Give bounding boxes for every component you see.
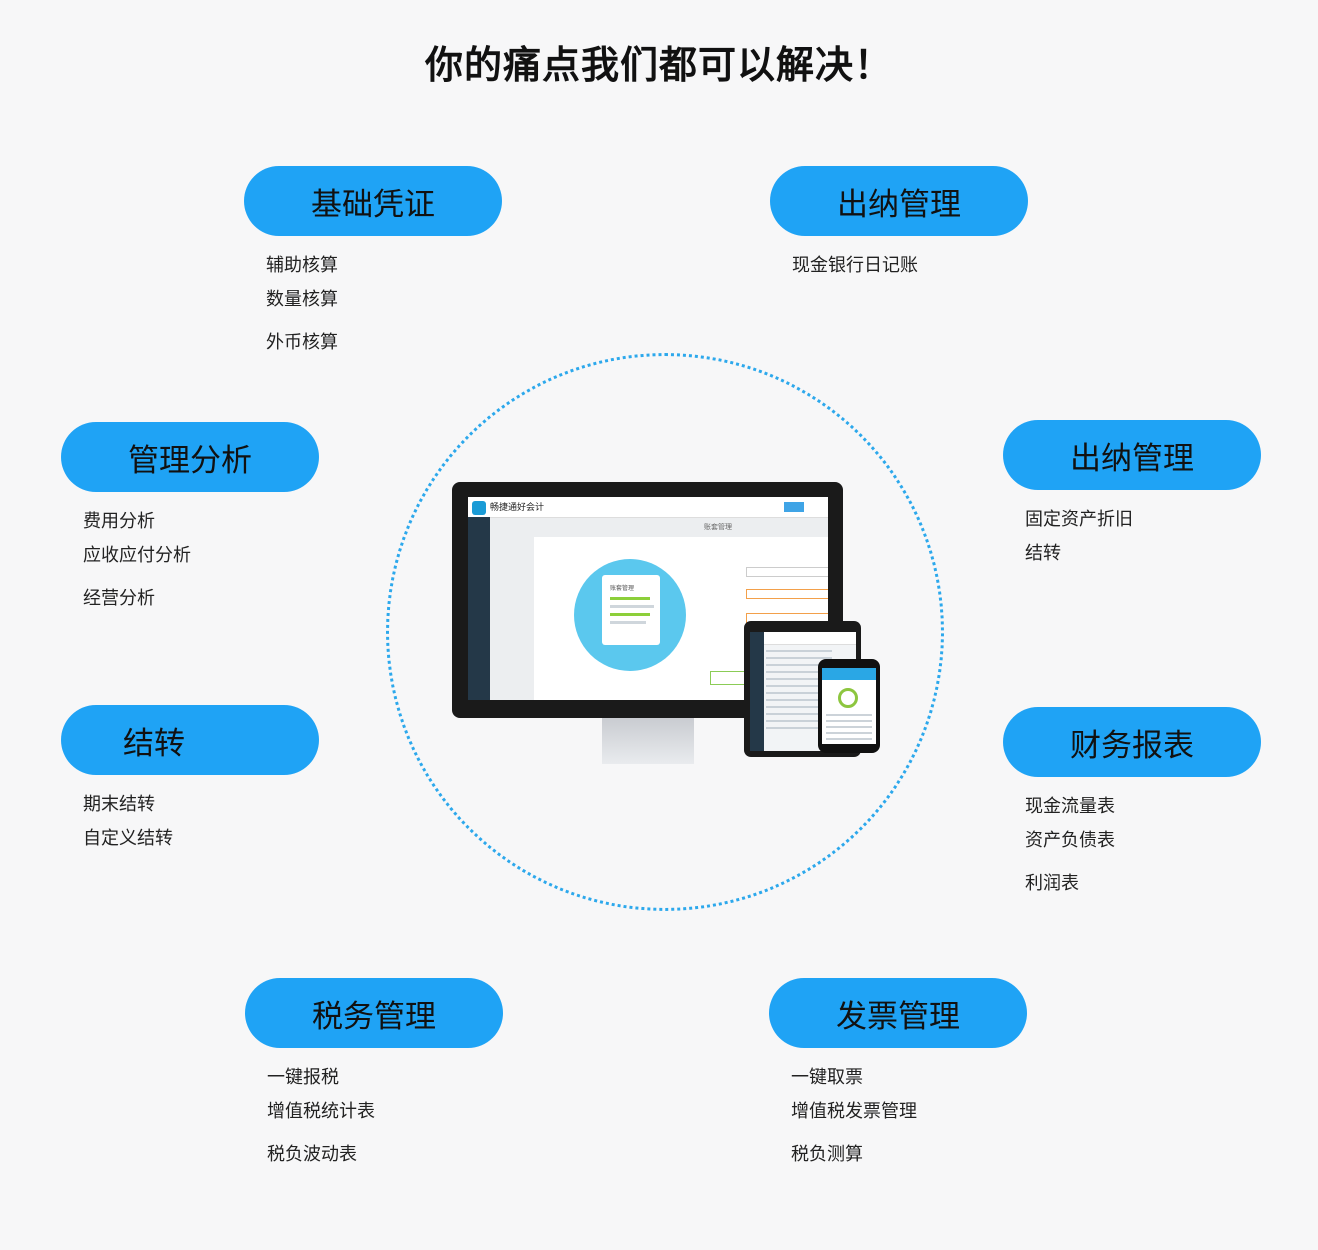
module-pill-cashier-management-2[interactable]: 出纳管理 [1003,420,1261,490]
app-cancel-button [710,671,748,685]
phone-screen [822,668,876,744]
app-brand: 畅捷通好会计 [472,500,544,515]
feature-item: 应收应付分析 [83,545,191,566]
cloud-logo-icon [472,500,486,515]
tablet-topbar [764,632,856,645]
module-pill-invoice-management[interactable]: 发票管理 [769,978,1027,1048]
feature-item: 现金流量表 [1025,796,1115,817]
center-dotted-circle [386,353,944,911]
app-top-button [784,502,804,512]
module-pill-cashier-management[interactable]: 出纳管理 [770,166,1028,236]
monitor-stand [602,718,694,764]
feature-item: 外币核算 [266,332,338,353]
feature-item: 辅助核算 [266,255,338,276]
form-field [746,567,828,577]
doc-line [610,613,650,616]
feature-item: 一键报税 [267,1067,339,1088]
feature-item: 结转 [1025,543,1061,564]
feature-item: 资产负债表 [1025,830,1115,851]
phone-rows [826,714,872,744]
module-pill-tax-management[interactable]: 税务管理 [245,978,503,1048]
feature-item: 费用分析 [83,511,155,532]
app-panel: 账套管理 [534,537,828,700]
feature-item: 固定资产折旧 [1025,509,1133,530]
feature-item: 一键取票 [791,1067,863,1088]
monitor-screen: 畅捷通好会计 账套管理 账套管理 [468,497,828,700]
app-name: 畅捷通好会计 [490,503,545,513]
tablet-rows [766,650,848,734]
doc-line [610,605,654,608]
form-field [746,589,828,599]
feature-item: 税负测算 [791,1144,863,1165]
module-pill-basic-voucher[interactable]: 基础凭证 [244,166,502,236]
document-label: 账套管理 [610,585,635,592]
document-icon: 账套管理 [602,575,660,645]
feature-item: 自定义结转 [83,828,173,849]
feature-item: 增值税发票管理 [791,1101,917,1122]
phone-ring-chart [838,688,858,708]
page-title: 你的痛点我们都可以解决！ [424,43,893,87]
module-pill-management-analysis[interactable]: 管理分析 [61,422,319,492]
app-topbar: 畅捷通好会计 [468,497,828,518]
app-sidebar [468,517,490,700]
tablet-sidebar [750,632,764,751]
feature-item: 税负波动表 [267,1144,357,1165]
feature-item: 增值税统计表 [267,1101,375,1122]
feature-item: 经营分析 [83,588,155,609]
feature-item: 数量核算 [266,289,338,310]
app-page-label: 账套管理 [704,523,732,531]
feature-item: 期末结转 [83,794,155,815]
feature-item: 利润表 [1025,873,1079,894]
doc-line [610,597,650,600]
module-pill-financial-statements[interactable]: 财务报表 [1003,707,1261,777]
doc-line [610,621,646,624]
module-pill-carry-forward[interactable]: 结转 [61,705,319,775]
phone-header [822,668,876,680]
feature-item: 现金银行日记账 [792,255,918,276]
